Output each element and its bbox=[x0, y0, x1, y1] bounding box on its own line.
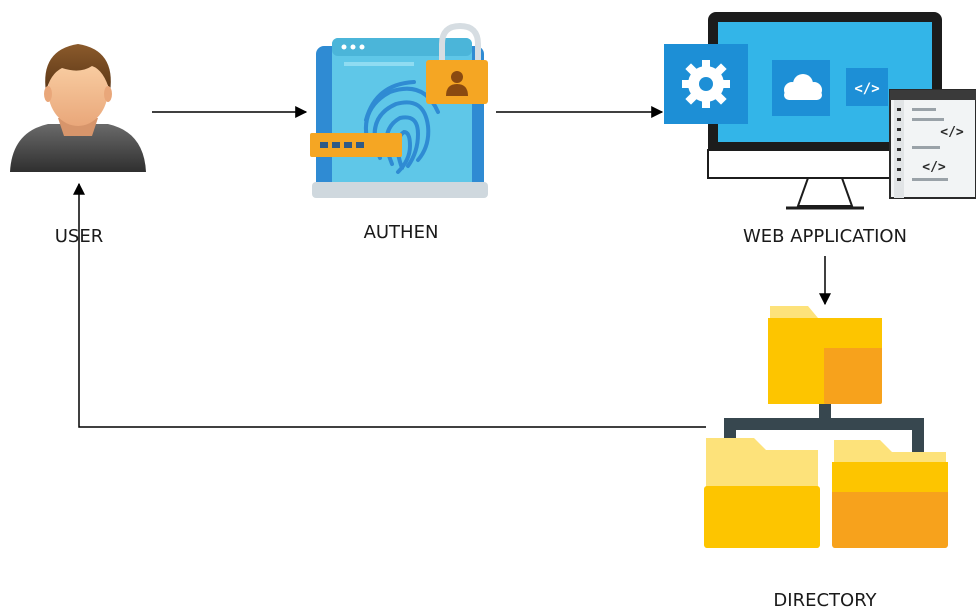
fingerprint-lock-icon bbox=[310, 22, 488, 198]
svg-text:</>: </> bbox=[922, 160, 946, 175]
node-label-directory: DIRECTORY bbox=[773, 590, 877, 611]
cloud-icon bbox=[784, 74, 822, 100]
folder-tree-icon bbox=[704, 306, 948, 548]
gear-icon bbox=[682, 60, 730, 108]
node-label-user: USER bbox=[54, 226, 104, 247]
svg-text:</>: </> bbox=[940, 125, 964, 140]
node-label-authen: AUTHEN bbox=[363, 222, 439, 243]
monitor-app-icon: </> </> </> bbox=[664, 12, 976, 210]
code-tag-icon: </> bbox=[854, 81, 879, 97]
user-icon bbox=[10, 44, 146, 172]
node-label-web-application: WEB APPLICATION bbox=[742, 226, 908, 247]
edge-directory-user bbox=[73, 182, 706, 428]
